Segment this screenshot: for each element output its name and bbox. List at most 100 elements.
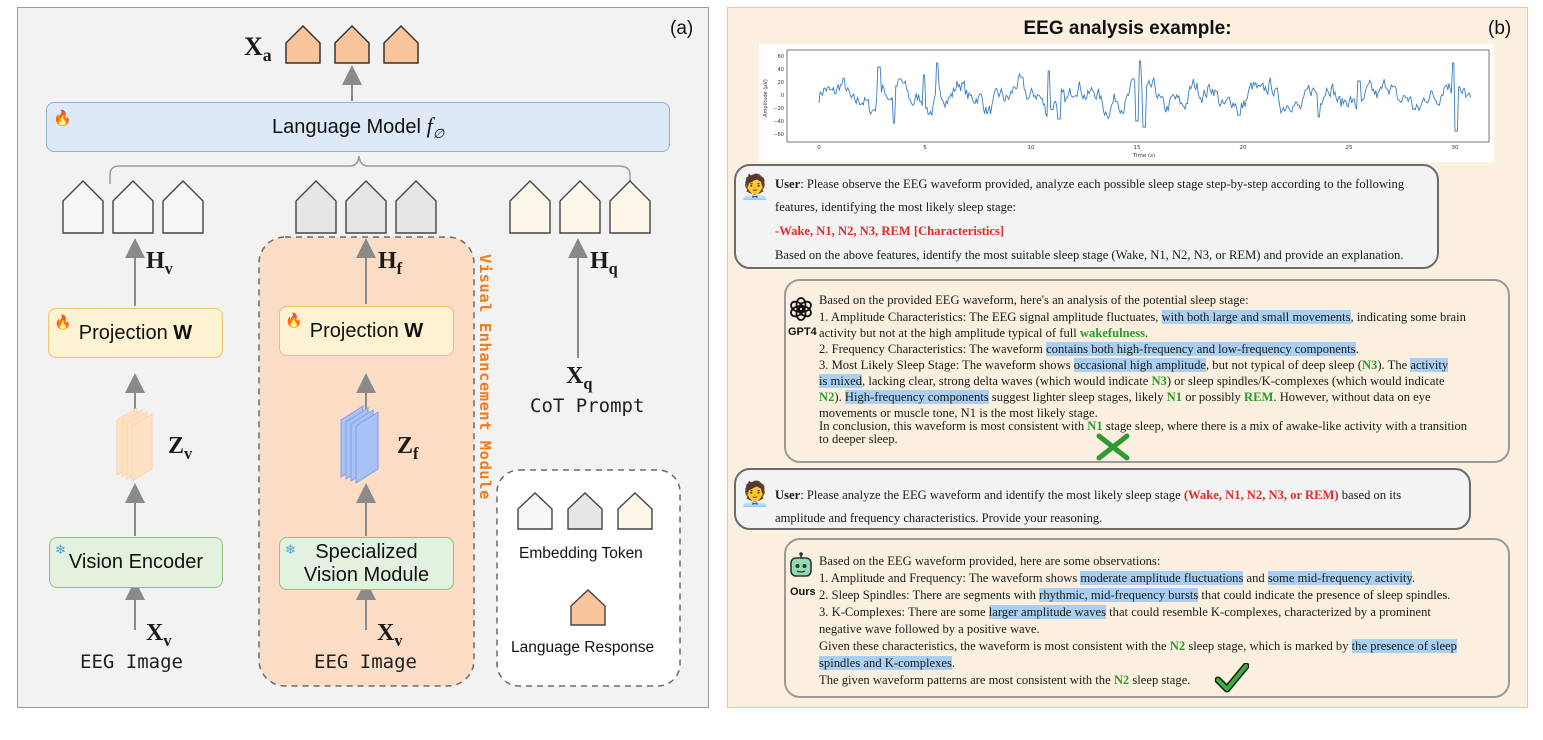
gpt4-line7: N2). High-frequency components suggest l… (819, 390, 1431, 404)
language-model-box: 🔥 Language Model f∅ (46, 102, 670, 152)
eeg-xtick: 5 (923, 145, 927, 151)
eeg-ylabel: Amplitude (µV) (763, 79, 769, 117)
specialized-module-label-line2: Vision Module (303, 563, 430, 586)
gpt4-line8: movements or muscle tone, N1 is the most… (819, 406, 1098, 420)
eeg-xtick: 10 (1028, 145, 1035, 151)
visual-token-symbol: Hv (146, 248, 173, 278)
enhanced-feature-stack (340, 405, 379, 484)
projection-box-enhanced: 🔥 Projection W (279, 306, 454, 356)
eeg-input-symbol: Xv (146, 620, 172, 650)
eeg-xtick: 30 (1452, 145, 1459, 151)
trainable-fire-icon: 🔥 (53, 110, 72, 127)
output-symbol: Xa (244, 32, 272, 66)
ours-badge: Ours (790, 586, 816, 598)
prompt-tokens (509, 180, 651, 234)
vision-encoder-label: Vision Encoder (68, 551, 204, 573)
user-message-2 (734, 468, 1471, 530)
trainable-fire-icon: 🔥 (285, 312, 303, 328)
eeg-ytick: −60 (773, 132, 784, 138)
ours-line1: Based on the EEG waveform provided, here… (819, 554, 1161, 568)
eeg-xtick: 0 (817, 145, 821, 151)
eeg-ytick: 0 (781, 93, 784, 99)
user1-line4: Based on the above features, identify th… (775, 248, 1404, 262)
ours-line4: 3. K-Complexes: There are some larger am… (819, 605, 1431, 619)
gpt4-line9: In conclusion, this waveform is most con… (819, 419, 1468, 433)
wrong-cross-icon (1096, 433, 1130, 461)
gpt4-line2: 1. Amplitude Characteristics: The EEG si… (819, 310, 1466, 324)
robot-icon (790, 552, 812, 577)
user2-line1: User: Please analyze the EEG waveform an… (775, 488, 1402, 502)
user-avatar-icon: 🧑‍💼 (740, 174, 770, 201)
eeg-ytick: 40 (778, 67, 784, 73)
user-message-1 (734, 164, 1439, 269)
eeg-xticks: 0 5 10 15 20 25 30 (817, 145, 1459, 151)
legend-response-token (570, 589, 606, 626)
frozen-snowflake-icon: ❄ (285, 542, 296, 557)
gpt4-line4: 2. Frequency Characteristics: The wavefo… (819, 342, 1359, 356)
user2-line2: amplitude and frequency characteristics.… (775, 511, 1103, 525)
legend-response-label: Language Response (511, 639, 655, 656)
ours-line6: Given these characteristics, the wavefor… (819, 639, 1457, 653)
openai-logo-icon (790, 297, 812, 321)
gpt4-line6: is mixed, lacking clear, strong delta wa… (819, 374, 1445, 388)
prompt-token-symbol: Hq (590, 248, 618, 278)
projection-box-visual: 🔥 Projection W (48, 308, 223, 358)
output-response-tokens (285, 24, 419, 64)
ours-line8: The given waveform patterns are most con… (819, 673, 1191, 687)
eeg-waveform-plot: Amplitude (µV) Time (s) 60 40 20 0 −20 −… (759, 44, 1494, 162)
eeg-xlabel: Time (s) (1132, 153, 1155, 159)
cot-prompt-caption: CoT Prompt (530, 395, 645, 417)
user1-line2: features, identifying the most likely sl… (775, 200, 1016, 214)
ours-response (784, 538, 1510, 698)
enhanced-feature-symbol: Zf (397, 433, 419, 463)
user1-line3: -Wake, N1, N2, N3, REM [Characteristics] (775, 224, 1005, 238)
enhanced-token-symbol: Hf (378, 248, 403, 278)
projection-label: Projection W (78, 321, 193, 344)
gpt4-badge: GPT4 (788, 326, 817, 338)
visual-tokens (62, 180, 204, 234)
specialized-module-label-line1: Specialized (315, 540, 418, 563)
eeg-ytick: −40 (773, 119, 784, 125)
legend-embedding-label: Embedding Token (519, 545, 643, 562)
eeg-ytick: 60 (778, 54, 784, 60)
panel-a-tag: (a) (670, 18, 694, 39)
eeg-xtick: 25 (1346, 145, 1353, 151)
eeg-xtick: 15 (1134, 145, 1141, 151)
frozen-snowflake-icon: ❄ (55, 542, 66, 557)
eeg-yticks: 60 40 20 0 −20 −40 −60 (773, 54, 784, 138)
example-panel: EEG analysis example: (b) Amplitude (µV)… (727, 7, 1528, 708)
ours-line2: 1. Amplitude and Frequency: The waveform… (819, 571, 1415, 585)
user1-line1: User: Please observe the EEG waveform pr… (775, 177, 1405, 191)
eeg-input-symbol-enhanced: Xv (377, 620, 403, 650)
prompt-input-symbol: Xq (566, 363, 593, 393)
correct-checkmark-icon (1215, 663, 1249, 693)
eeg-image-caption: EEG Image (80, 651, 183, 673)
gpt4-line3: activity but not at the high amplitude t… (819, 326, 1149, 340)
vision-encoder-box: ❄ Vision Encoder (49, 537, 223, 588)
eeg-image-caption-enhanced: EEG Image (314, 651, 417, 673)
eeg-ytick: −20 (773, 106, 784, 112)
visual-feature-stack (116, 407, 153, 482)
ours-line5: negative wave followed by a positive wav… (819, 622, 1040, 636)
panel-b-tag: (b) (1488, 18, 1512, 39)
eeg-ytick: 20 (778, 80, 784, 86)
token-merge-bracket (109, 155, 631, 184)
eeg-trace-line (818, 60, 1472, 132)
ours-line3: 2. Sleep Spindles: There are segments wi… (819, 588, 1451, 602)
projection-label: Projection W (309, 319, 424, 342)
visual-feature-symbol: Zv (168, 433, 193, 463)
visual-enhancement-module-title: Visual Enhancement Module (476, 254, 494, 500)
user-avatar-icon: 🧑‍💼 (740, 481, 770, 508)
enhanced-visual-tokens (295, 180, 437, 234)
ours-line7: spindles and K-complexes. (819, 656, 956, 670)
language-model-label: Language Model f∅ (271, 112, 445, 142)
eeg-xtick: 20 (1240, 145, 1247, 151)
legend-embedding-tokens (517, 492, 653, 530)
gpt4-line1: Based on the provided EEG waveform, here… (819, 293, 1249, 307)
specialized-vision-module-box: ❄ Specialized Vision Module (279, 537, 454, 590)
gpt4-line5: 3. Most Likely Sleep Stage: The waveform… (819, 358, 1449, 372)
example-title: EEG analysis example: (1023, 18, 1232, 39)
gpt4-line10: to deeper sleep. (819, 432, 898, 446)
architecture-panel: (a) (17, 7, 709, 708)
trainable-fire-icon: 🔥 (54, 314, 72, 330)
